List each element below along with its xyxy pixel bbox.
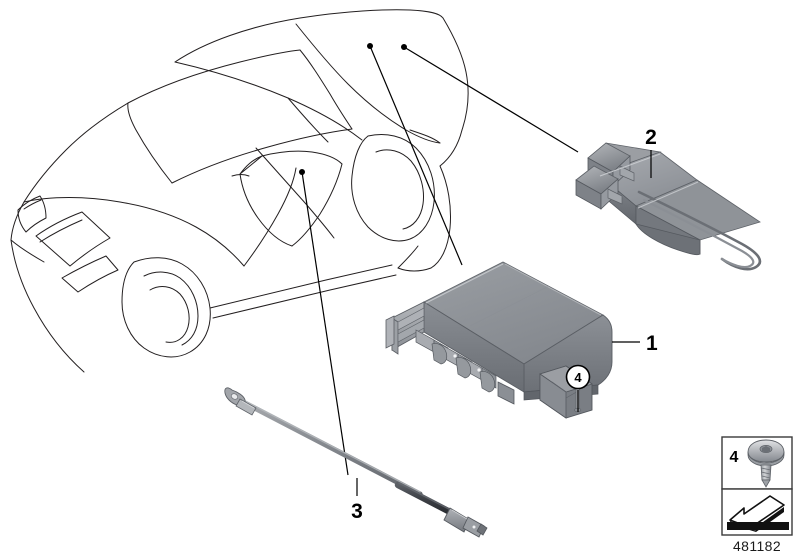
detail-box-screw-label: 4 bbox=[730, 449, 739, 466]
leader-line-2 bbox=[403, 46, 579, 153]
callout-1[interactable]: 1 bbox=[612, 332, 658, 355]
callout-2-label: 2 bbox=[645, 126, 657, 149]
callout-4-circle[interactable]: 4 bbox=[565, 364, 591, 413]
installation-direction-arrow-icon bbox=[727, 495, 789, 532]
callout-3[interactable]: 3 bbox=[351, 478, 363, 523]
leader-anchor-2 bbox=[401, 44, 407, 50]
callout-1-label: 1 bbox=[646, 332, 658, 355]
screw-icon bbox=[747, 439, 785, 488]
callout-4-label: 4 bbox=[574, 370, 582, 385]
part-number: 481182 bbox=[733, 538, 781, 554]
leader-line-3 bbox=[301, 171, 349, 476]
callout-3-label: 3 bbox=[351, 500, 363, 523]
leader-line-1 bbox=[369, 45, 463, 266]
leader-anchor-1 bbox=[367, 43, 373, 49]
callout-2[interactable]: 2 bbox=[645, 126, 657, 178]
leader-anchor-3 bbox=[299, 169, 305, 175]
